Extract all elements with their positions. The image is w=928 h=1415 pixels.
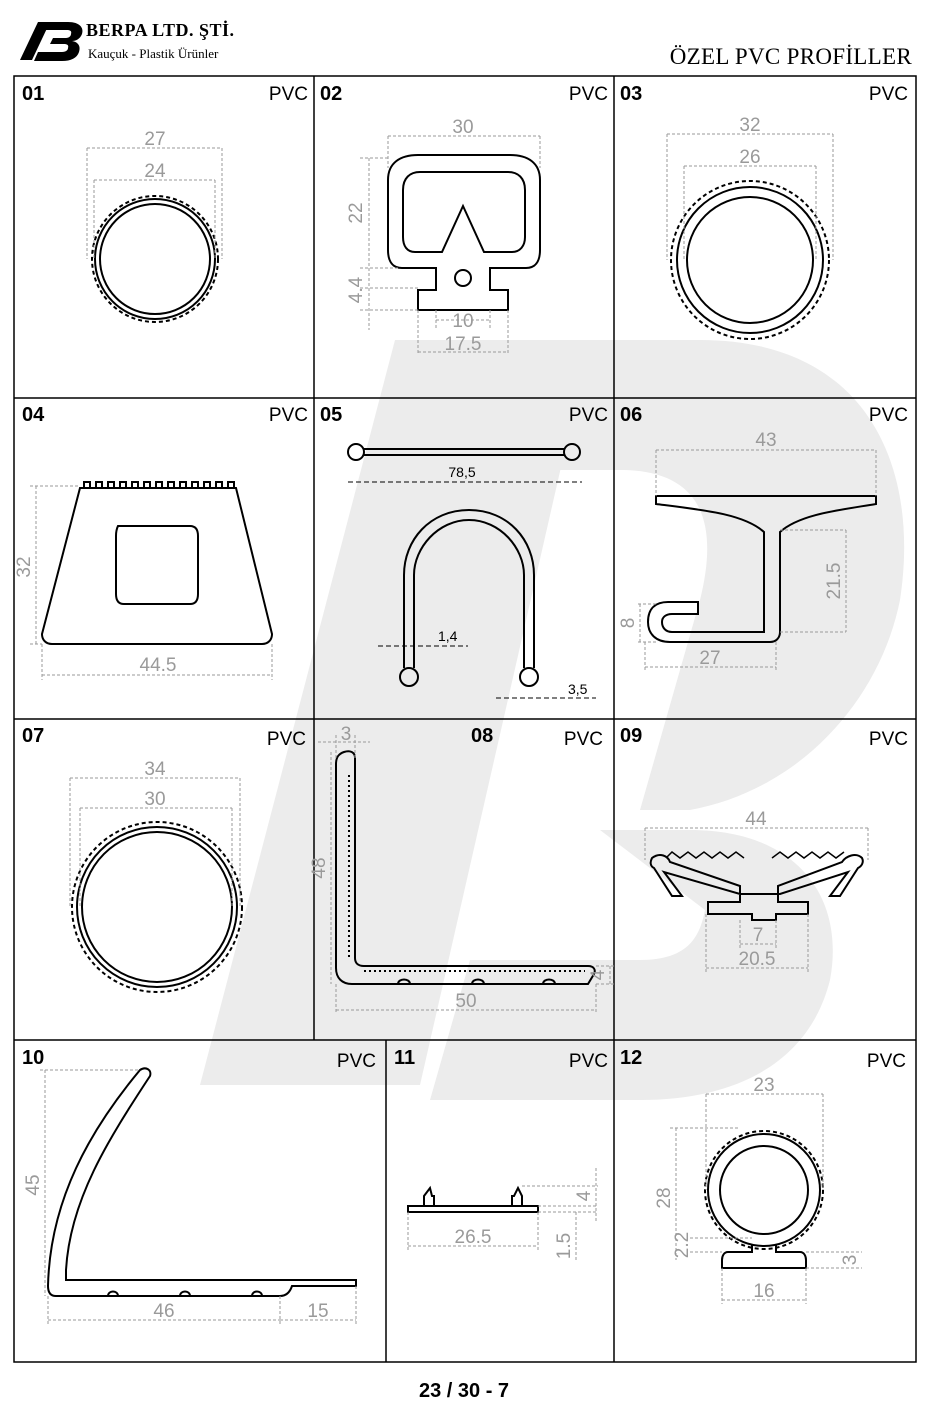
- cell-10-number: 10: [22, 1047, 44, 1069]
- cell-12-material: PVC: [867, 1051, 906, 1072]
- cell-03-material: PVC: [869, 84, 908, 105]
- cell-08-material: PVC: [564, 729, 603, 750]
- cell-06-number: 06: [620, 404, 642, 426]
- cell-05-number: 05: [320, 404, 342, 426]
- dim-11-thickness: 1.5: [554, 1233, 575, 1259]
- dim-06-hook: 8: [618, 618, 639, 629]
- document-title: ÖZEL PVC PROFİLLER: [669, 44, 912, 69]
- company-subtitle: Kauçuk - Plastik Ürünler: [88, 46, 219, 61]
- cell-08-number: 08: [471, 725, 493, 747]
- dim-04-height: 32: [14, 556, 35, 577]
- dim-06-width: 43: [755, 430, 776, 451]
- cell-12-number: 12: [620, 1047, 642, 1069]
- dim-11-width: 26.5: [455, 1227, 492, 1248]
- dim-12-width: 23: [753, 1075, 774, 1096]
- dim-09-base: 20.5: [739, 949, 776, 970]
- dim-02-base: 17.5: [445, 334, 482, 355]
- dim-06-height: 21.5: [824, 563, 845, 600]
- cell-04-number: 04: [22, 404, 45, 426]
- dim-04-base: 44.5: [140, 655, 177, 676]
- dim-03-inner: 26: [739, 147, 760, 168]
- dim-09-stem: 7: [753, 925, 764, 946]
- dim-02-width: 30: [452, 117, 473, 138]
- cell-11-material: PVC: [569, 1051, 608, 1072]
- grid-lines: [13, 75, 917, 1363]
- dim-02-foot: 4.4: [346, 276, 367, 303]
- dim-05-length: 78,5: [448, 464, 475, 480]
- cell-05-material: PVC: [569, 405, 608, 426]
- dim-12-height: 28: [654, 1187, 675, 1208]
- dim-10-tail: 15: [307, 1301, 328, 1322]
- dim-10-height: 45: [23, 1174, 44, 1195]
- cell-09-material: PVC: [869, 729, 908, 750]
- dim-12-neck: 2.2: [672, 1232, 693, 1258]
- profile-06-drawing: 43 21.5 8 27: [618, 430, 877, 672]
- profile-12-drawing: 23 28 2.2 3 16: [654, 1075, 862, 1304]
- dim-07-inner: 30: [144, 789, 165, 810]
- cell-01-material: PVC: [269, 84, 308, 105]
- company-name: BERPA LTD. ŞTİ.: [86, 20, 235, 40]
- profile-10-drawing: 45 46 15: [23, 1067, 357, 1325]
- cell-01-number: 01: [22, 83, 44, 105]
- dim-01-inner: 24: [144, 161, 166, 182]
- dim-11-height: 4: [574, 1190, 595, 1201]
- cell-07-material: PVC: [267, 729, 306, 750]
- profile-04-drawing: 32 44.5: [14, 481, 274, 680]
- dim-06-base: 27: [699, 648, 720, 669]
- cell-02-material: PVC: [569, 84, 608, 105]
- cell-labels: 01 PVC 02 PVC 03 PVC 04 PVC 05 PVC 06 PV…: [22, 83, 908, 1072]
- profile-01-serrated-edge: [91, 195, 219, 323]
- cell-07-number: 07: [22, 725, 44, 747]
- dim-05-bead: 3,5: [568, 681, 588, 697]
- profile-02-drawing: 30 22 4.4 10 17.5: [346, 117, 541, 355]
- dim-08-height: 48: [309, 857, 330, 878]
- dim-09-width: 44: [745, 809, 767, 830]
- cell-02-number: 02: [320, 83, 342, 105]
- profile-09-drawing: 44 7 20.5: [644, 809, 869, 972]
- dim-03-outer: 32: [739, 115, 760, 136]
- dim-08-thickness: 3: [341, 724, 352, 745]
- dim-02-neck: 10: [452, 311, 473, 332]
- dim-02-height: 22: [346, 202, 367, 223]
- page-number: 23 / 30 - 7: [418, 1380, 510, 1402]
- dim-10-length: 46: [153, 1301, 174, 1322]
- dim-12-base: 16: [753, 1281, 774, 1302]
- cell-03-number: 03: [620, 83, 642, 105]
- profile-11-drawing: 4 26.5 1.5: [407, 1168, 598, 1262]
- cell-11-number: 11: [394, 1047, 415, 1069]
- cell-10-material: PVC: [337, 1051, 376, 1072]
- profile-05-drawing: 78,5 1,4 3,5: [347, 443, 596, 699]
- cell-04-material: PVC: [269, 405, 308, 426]
- profile-03-drawing: 32 26: [666, 115, 834, 340]
- company-logo: [20, 22, 83, 61]
- dim-12-base-thickness: 3: [840, 1255, 861, 1266]
- cell-09-number: 09: [620, 725, 642, 747]
- dim-08-length: 50: [455, 991, 476, 1012]
- profile-01-drawing: 27 24: [86, 129, 223, 323]
- dim-08-base: 4: [588, 969, 609, 980]
- profile-07-drawing: 34 30: [69, 759, 243, 993]
- dim-01-outer: 27: [144, 129, 165, 150]
- dim-07-outer: 34: [144, 759, 166, 780]
- dim-05-wall: 1,4: [438, 628, 458, 644]
- profile-08-drawing: 3 48 50 4: [309, 724, 614, 1014]
- cell-06-material: PVC: [869, 405, 908, 426]
